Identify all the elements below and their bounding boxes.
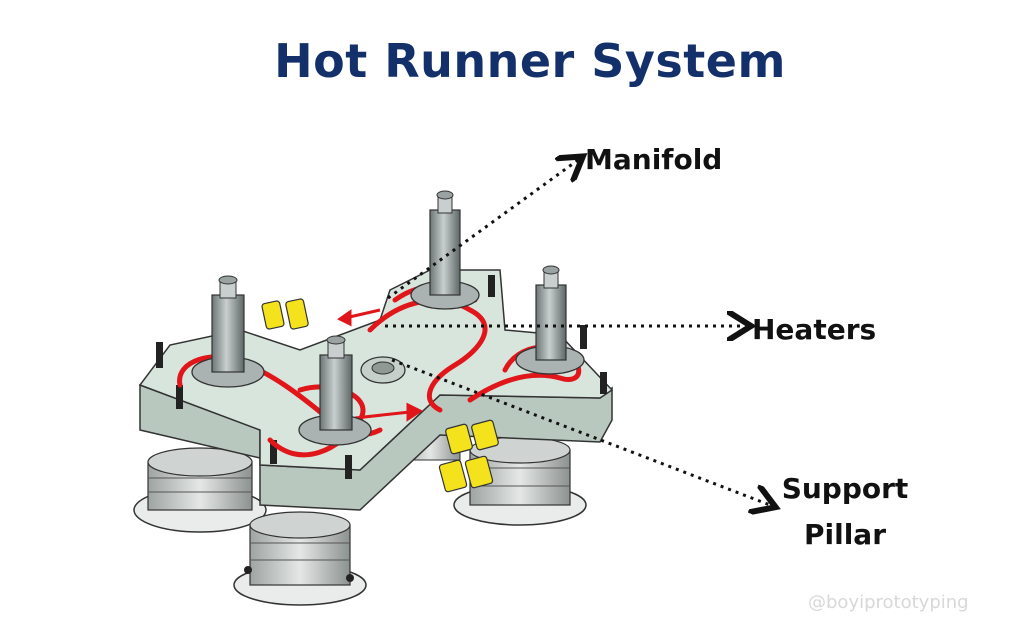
page-title: Hot Runner System — [274, 34, 786, 88]
leader-lines — [385, 160, 770, 505]
leader-support — [391, 358, 770, 505]
manifold-plate — [138, 269, 614, 511]
heater-loop-center — [367, 297, 488, 413]
nozzle-back — [410, 190, 480, 310]
center-pillar-hole — [360, 356, 406, 384]
nozzle-right — [515, 265, 585, 375]
support-base-front — [233, 511, 367, 606]
watermark: @boyiprototyping — [808, 592, 969, 613]
nozzles — [191, 190, 585, 446]
plate-bolts — [156, 275, 607, 479]
nozzle-front — [298, 335, 372, 446]
label-support-pillar: Support Pillar — [775, 466, 915, 558]
label-support-line1: Support — [781, 472, 909, 505]
flow-arrows — [337, 308, 423, 422]
support-base-left — [133, 447, 267, 533]
nozzle-left — [191, 275, 265, 388]
label-manifold: Manifold — [585, 143, 723, 176]
label-support-line2: Pillar — [803, 518, 887, 551]
label-heaters: Heaters — [752, 313, 877, 346]
heater-connectors — [261, 298, 499, 493]
